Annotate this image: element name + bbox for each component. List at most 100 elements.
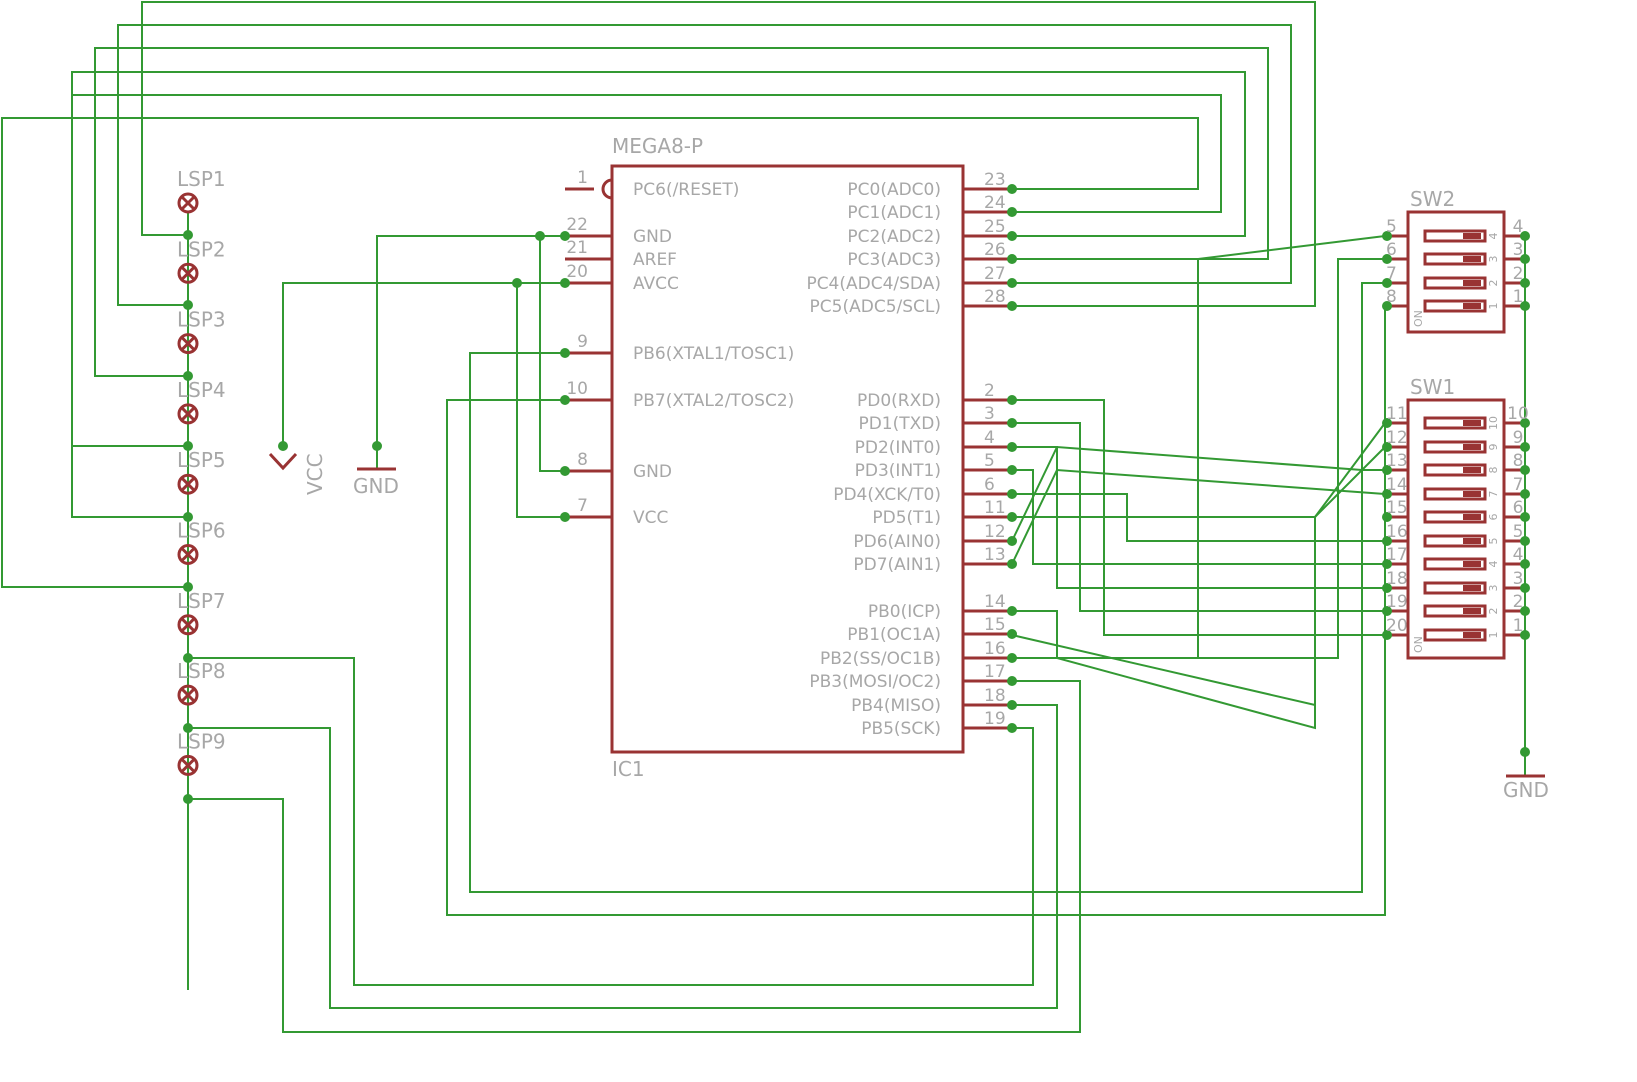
gnd-junction (372, 441, 382, 451)
ic-reset-bubble (601, 178, 613, 200)
ic-pin-label: GND (633, 462, 672, 482)
wire-pd7 (1011, 468, 1386, 565)
sw1-pin-junction (1520, 512, 1530, 522)
ic-pin-label: GND (633, 227, 672, 247)
sw1-toggle (1423, 604, 1487, 618)
sw1-pin-junction (1382, 512, 1392, 522)
sw1-toggle-knob (1463, 467, 1481, 473)
sw1-toggle-knob (1463, 632, 1481, 638)
wire-pb4 (188, 704, 1058, 1009)
ic-pin-number: 19 (984, 709, 1006, 729)
sw1-name: SW1 (1410, 375, 1455, 399)
ic-pin-junction (1007, 465, 1017, 475)
sw1-switch-number: 6 (1487, 514, 1500, 521)
led-junction (183, 723, 193, 733)
wire-pc3 (94, 47, 1269, 377)
ic-pin-number: 26 (984, 240, 1006, 260)
sw1-pin-junction (1520, 536, 1530, 546)
sw1-toggle-knob (1463, 585, 1481, 591)
sw1-body (1406, 398, 1506, 660)
sw1-pin-number-left: 19 (1386, 592, 1408, 612)
sw1-switch-number: 9 (1487, 444, 1500, 451)
ic-pin-junction (1007, 489, 1017, 499)
led-cross (180, 758, 196, 773)
wire-pb5 (188, 657, 1034, 986)
sw1-toggle (1423, 416, 1487, 430)
ic-pin-number: 15 (984, 615, 1006, 635)
sw1-switch-number: 4 (1487, 561, 1500, 568)
sw2-pin-junction (1382, 231, 1392, 241)
led-symbol (177, 192, 199, 214)
led-symbol (177, 544, 199, 565)
sw1-switch-number: 3 (1487, 585, 1500, 592)
gnd-junction (535, 231, 545, 241)
led-junction (183, 371, 193, 381)
sw1-pin-junction (1520, 465, 1530, 475)
led-cross (180, 336, 196, 351)
led-label-lsp6: LSP6 (177, 519, 226, 543)
sw2-pin-number-right: 4 (1513, 217, 1524, 237)
ic-pin-label: PB6(XTAL1/TOSC1) (633, 344, 794, 364)
sw1-pin-number-left: 15 (1386, 498, 1408, 518)
sw1-toggle-knob (1463, 608, 1481, 614)
led-cross (180, 406, 196, 421)
label-layer: MEGA8-PIC11PC6(/RESET)22GND21AREF20AVCC9… (177, 134, 1549, 802)
ic-pin-label: PD3(INT1) (855, 461, 941, 481)
wire-layer (1, 1, 1526, 1033)
sw1-pin-number-right: 7 (1513, 475, 1524, 495)
gnd-junction (560, 466, 570, 476)
sw2-switch-number: 1 (1487, 303, 1500, 310)
led-junction (183, 441, 193, 451)
gnd-rail-junction (1520, 747, 1530, 757)
ic-pin-number: 6 (984, 475, 995, 495)
sw2-switch-number: 4 (1487, 233, 1500, 240)
ic-pin-junction (1007, 606, 1017, 616)
led-junction (183, 230, 193, 240)
wire-gnd-left (376, 235, 565, 446)
led-label-lsp8: LSP8 (177, 659, 226, 683)
ic-pin-label: PD6(AIN0) (853, 532, 941, 552)
ic-value-label: MEGA8-P (612, 134, 703, 158)
led-label-lsp4: LSP4 (177, 378, 226, 402)
ic-pin-junction (1007, 559, 1017, 569)
wire-pb6 (469, 282, 1385, 893)
sw1-pin-number-left: 20 (1386, 616, 1408, 636)
wire-vcc-pin7 (516, 283, 565, 518)
ic-pin-label: PB5(SCK) (861, 719, 941, 739)
sw1-pin-junction (1520, 489, 1530, 499)
ic-pin-number: 14 (984, 592, 1006, 612)
sw1-toggle (1423, 487, 1487, 501)
sw1-toggle-knob (1463, 561, 1481, 567)
sw2-toggle-knob (1463, 303, 1481, 309)
ic-pin-label: AREF (633, 250, 677, 270)
sw2-toggle (1423, 276, 1487, 290)
ic-body (610, 164, 965, 754)
ic-pin-label: PB7(XTAL2/TOSC2) (633, 391, 794, 411)
wire-pb3 (188, 680, 1081, 1033)
led-label-lsp2: LSP2 (177, 237, 226, 261)
sw1-pin-number-right: 10 (1507, 404, 1529, 424)
led-junction (183, 300, 193, 310)
led-junction (183, 582, 193, 592)
sw2-pin-junction (1382, 301, 1392, 311)
ic-pin-label: PD0(RXD) (857, 391, 941, 411)
sw2-toggle (1423, 252, 1487, 266)
ic-pin-label: PB4(MISO) (851, 696, 941, 716)
ic-pin-label: PC1(ADC1) (847, 203, 941, 223)
led-cross (180, 266, 196, 281)
ic-pin-number: 10 (566, 379, 588, 399)
ic-pin-number: 21 (566, 238, 588, 258)
led-symbol (177, 614, 199, 636)
vcc-junction (278, 441, 288, 451)
sw1-toggle (1423, 557, 1487, 571)
sw1-pin-junction (1382, 630, 1392, 640)
sw1-pin-number-left: 17 (1386, 545, 1408, 565)
wire-pc4 (117, 24, 1292, 306)
sw1-pin-junction (1382, 442, 1392, 452)
ic-pin-label: PB1(OC1A) (847, 625, 941, 645)
sw1-pin-number-right: 6 (1513, 498, 1524, 518)
ic-pin-number: 25 (984, 217, 1006, 237)
ic-pin-junction (1007, 442, 1017, 452)
sw1-switch-number: 10 (1487, 416, 1500, 430)
